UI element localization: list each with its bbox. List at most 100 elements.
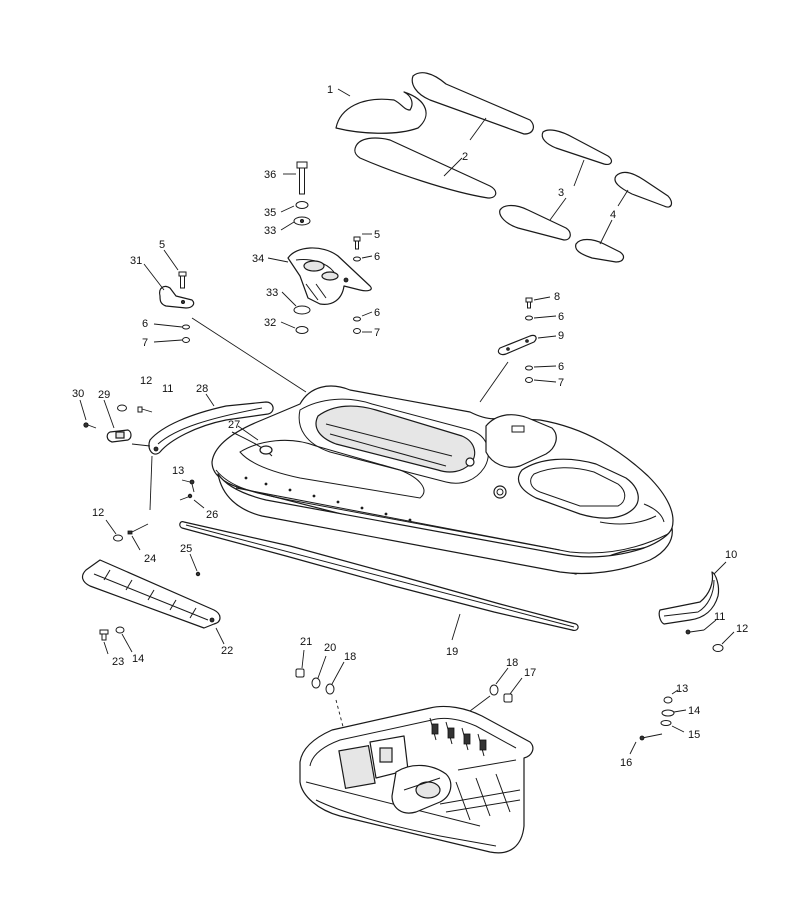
callout-9: 9 xyxy=(558,330,564,342)
washer-15 xyxy=(660,720,672,726)
leader-28 xyxy=(205,393,215,407)
leader-2a xyxy=(469,117,487,141)
leader-12b xyxy=(105,519,117,535)
screw-23 xyxy=(99,629,109,641)
leader-6b xyxy=(361,255,373,259)
callout-3: 3 xyxy=(558,187,564,199)
deck-mat-front xyxy=(335,91,427,134)
leader-32 xyxy=(280,321,296,329)
screw-11-right xyxy=(685,629,705,635)
leader-27 xyxy=(237,425,259,441)
leader-21 xyxy=(301,649,305,669)
steering-bracket-34 xyxy=(287,247,372,305)
callout-5-center: 5 xyxy=(374,229,380,241)
washer-6-left xyxy=(182,324,190,330)
callout-12-lower: 12 xyxy=(92,507,104,519)
leader-6a xyxy=(153,323,183,328)
deck-mat-left-lower xyxy=(354,137,497,199)
callout-32: 32 xyxy=(264,317,276,329)
fastener-25 xyxy=(195,571,201,577)
callout-13-left: 13 xyxy=(172,465,184,477)
leader-24 xyxy=(131,535,141,551)
leader-19 xyxy=(451,613,461,641)
nut-32 xyxy=(295,326,309,334)
callout-8: 8 xyxy=(554,291,560,303)
screw-11-upper xyxy=(137,406,153,413)
callout-4: 4 xyxy=(610,209,616,221)
callout-labels: 1 2 3 4 5 5 6 6 6 6 6 7 7 7 7 8 9 10 11 … xyxy=(72,84,748,769)
leader-1 xyxy=(337,88,351,97)
callout-6-right-upper: 6 xyxy=(558,311,564,323)
leader-22 xyxy=(215,627,225,645)
washer-14-right xyxy=(661,709,675,717)
callout-6-left: 6 xyxy=(142,318,148,330)
leader-13b xyxy=(671,689,679,695)
fastener-26 xyxy=(179,493,193,501)
callout-12-upper: 12 xyxy=(140,375,152,387)
deck-mat-right-lower xyxy=(499,204,571,241)
leader-2b xyxy=(443,157,463,177)
washer-20 xyxy=(311,677,321,689)
callout-10: 10 xyxy=(725,549,737,561)
nut-7-center xyxy=(353,328,361,334)
washer-33-upper-hole xyxy=(299,218,304,223)
callout-6-center-lower: 6 xyxy=(374,307,380,319)
hull-deck-27 xyxy=(211,385,674,575)
deck-mat-rear-lower xyxy=(575,238,625,263)
bolt-13-left xyxy=(189,479,195,493)
leader-9-to-hull xyxy=(479,361,509,403)
nut-17 xyxy=(503,693,513,703)
nut-35 xyxy=(295,201,309,209)
callout-7-center: 7 xyxy=(374,327,380,339)
leader-34 xyxy=(267,257,289,263)
leader-23 xyxy=(103,641,109,655)
callout-26: 26 xyxy=(206,509,218,521)
callout-33-lower: 33 xyxy=(266,287,278,299)
washer-6-right-upper xyxy=(525,315,533,321)
leader-31 xyxy=(143,263,165,291)
callout-17: 17 xyxy=(524,667,536,679)
leader-9 xyxy=(537,335,557,339)
leader-11b xyxy=(703,619,717,631)
leader-25 xyxy=(189,553,198,572)
leader-10 xyxy=(713,561,727,575)
callout-25: 25 xyxy=(180,543,192,555)
callout-2: 2 xyxy=(462,151,468,163)
washer-33-lower xyxy=(293,305,311,315)
callout-15: 15 xyxy=(688,729,700,741)
callout-18-right: 18 xyxy=(506,657,518,669)
washer-18-right xyxy=(489,684,499,696)
leader-12c xyxy=(721,631,735,645)
callout-29: 29 xyxy=(98,389,110,401)
callout-35: 35 xyxy=(264,207,276,219)
leader-4b xyxy=(599,219,613,245)
leader-29-link xyxy=(131,443,151,447)
callout-1: 1 xyxy=(327,84,333,96)
leader-7a xyxy=(153,339,183,343)
leader-26 xyxy=(193,499,205,509)
leader-13a xyxy=(181,479,191,483)
leader-3a xyxy=(573,159,585,187)
nut-7-left xyxy=(182,337,190,343)
callout-7-left: 7 xyxy=(142,337,148,349)
washer-6-center-lower xyxy=(353,316,361,322)
leader-16 xyxy=(629,741,637,755)
grab-handle-28 xyxy=(148,401,274,455)
leader-8 xyxy=(533,296,551,301)
bolt-5-left xyxy=(178,271,187,289)
callout-5-left: 5 xyxy=(159,239,165,251)
lower-hull-engine-bay xyxy=(299,705,534,854)
clip-16 xyxy=(639,733,663,741)
callout-31: 31 xyxy=(130,255,142,267)
callout-33-upper: 33 xyxy=(264,225,276,237)
callout-6-right-lower: 6 xyxy=(558,361,564,373)
leader-35 xyxy=(280,205,295,213)
leader-28-down xyxy=(149,455,153,511)
nut-13-right xyxy=(663,696,673,704)
callout-7-right: 7 xyxy=(558,377,564,389)
callout-12-right: 12 xyxy=(736,623,748,635)
washer-18-left xyxy=(325,683,335,695)
callout-28: 28 xyxy=(196,383,208,395)
leader-29 xyxy=(103,399,115,429)
